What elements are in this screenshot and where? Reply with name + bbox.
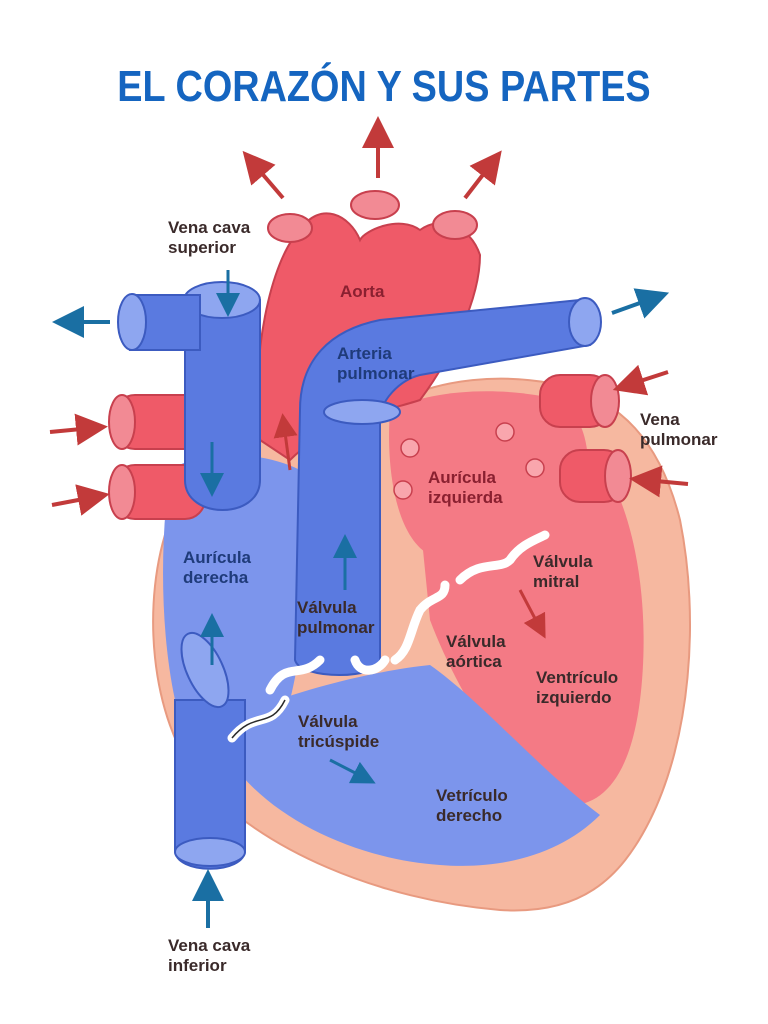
right-ventricle-chamber bbox=[230, 665, 600, 866]
label-line: Vena bbox=[640, 410, 680, 429]
aorta-branch-left bbox=[267, 213, 313, 243]
label-line: derecha bbox=[183, 568, 249, 587]
label-line: superior bbox=[168, 238, 237, 257]
pulmonary-vein-inlet-2 bbox=[495, 422, 515, 442]
label-vena-cava-inferior: Vena cava inferior bbox=[168, 936, 250, 976]
pulmonary-artery-trunk bbox=[293, 298, 592, 676]
label-line: pulmonar bbox=[297, 618, 375, 637]
arrow-pulmonary-artery-out bbox=[611, 288, 670, 319]
tricuspid-valve-upper bbox=[265, 655, 325, 695]
label-line: Aorta bbox=[340, 282, 385, 301]
arrow-pulmonary-vein-in-left-top bbox=[49, 413, 108, 446]
left-atrium-chamber bbox=[389, 391, 589, 556]
mitral-valve bbox=[455, 530, 550, 585]
label-valvula-tricuspide: Válvula tricúspide bbox=[298, 712, 379, 752]
label-line: Arteria bbox=[337, 344, 392, 363]
aortic-valve bbox=[390, 580, 450, 665]
label-line: Vena cava bbox=[168, 936, 251, 955]
pulmonary-vein-lower-left-opening bbox=[108, 464, 136, 520]
label-line: Ventrículo bbox=[536, 668, 619, 687]
pulmonary-vein-inlet-4 bbox=[393, 480, 413, 500]
label-line: Válvula bbox=[533, 552, 593, 571]
arrow-mitral-flow bbox=[518, 589, 546, 639]
label-line: mitral bbox=[533, 572, 580, 591]
pulmonary-vein-inlet-1 bbox=[400, 438, 420, 458]
label-aorta: Aorta bbox=[340, 282, 384, 302]
coronary-sinus-opening bbox=[180, 631, 230, 709]
label-line: inferior bbox=[168, 956, 227, 975]
label-line: tricúspide bbox=[298, 732, 380, 751]
label-line: izquierdo bbox=[536, 688, 612, 707]
label-line: Válvula bbox=[297, 598, 357, 617]
page-title: EL CORAZÓN Y SUS PARTES bbox=[117, 62, 651, 111]
label-ventriculo-derecho: Vetrículo derecho bbox=[436, 786, 508, 826]
aorta-branch-right bbox=[432, 210, 478, 240]
pulmonary-valve bbox=[350, 655, 390, 675]
label-line: Válvula bbox=[446, 632, 506, 651]
pulmonary-vein-inlet-3 bbox=[525, 458, 545, 478]
label-ventriculo-izquierdo: Ventrículo izquierdo bbox=[536, 668, 618, 708]
label-line: Válvula bbox=[298, 712, 358, 731]
pulmonary-artery-upper-opening bbox=[323, 399, 401, 425]
tricuspid-valve-outline bbox=[231, 699, 286, 739]
label-arteria-pulmonar: Arteria pulmonar bbox=[337, 344, 414, 384]
label-line: Aurícula bbox=[428, 468, 497, 487]
label-valvula-pulmonar: Válvula pulmonar bbox=[297, 598, 374, 638]
label-vena-cava-superior: Vena cava superior bbox=[168, 218, 250, 258]
superior-vena-cava bbox=[184, 299, 261, 511]
pulmonary-vein-lower-right-opening bbox=[604, 449, 632, 503]
label-vena-pulmonar: Vena pulmonar bbox=[640, 410, 717, 450]
brachiocephalic-vein-opening bbox=[117, 293, 147, 351]
label-line: pulmonar bbox=[640, 430, 718, 449]
aorta-branch-middle bbox=[350, 190, 400, 220]
pulmonary-vein-upper-left-opening bbox=[108, 394, 136, 450]
arrow-aorta-left bbox=[242, 150, 285, 200]
label-line: Aurícula bbox=[183, 548, 252, 567]
inferior-vena-cava-opening bbox=[174, 837, 246, 867]
label-valvula-mitral: Válvula mitral bbox=[533, 552, 593, 592]
arrow-pulmonary-vein-in-right-bottom bbox=[629, 465, 689, 498]
arrow-aorta-right bbox=[463, 150, 502, 200]
label-line: derecho bbox=[436, 806, 503, 825]
arrow-pulmonary-vein-in-left-bottom bbox=[51, 484, 110, 516]
label-auricula-derecha: Aurícula derecha bbox=[183, 548, 251, 588]
label-auricula-izquierda: Aurícula izquierda bbox=[428, 468, 503, 508]
arrow-pulmonary-vein-in-right-top bbox=[612, 364, 669, 396]
arrow-left-atrium-down bbox=[273, 413, 298, 471]
label-line: pulmonar bbox=[337, 364, 415, 383]
pulmonary-vein-upper-right-opening bbox=[590, 374, 620, 428]
label-line: Vena cava bbox=[168, 218, 251, 237]
label-line: aórtica bbox=[446, 652, 502, 671]
label-valvula-aortica: Válvula aórtica bbox=[446, 632, 506, 672]
arrow-tricuspid-flow bbox=[329, 758, 376, 784]
pulmonary-artery-branch-opening bbox=[568, 297, 602, 347]
label-line: izquierda bbox=[428, 488, 503, 507]
label-line: Vetrículo bbox=[436, 786, 508, 805]
